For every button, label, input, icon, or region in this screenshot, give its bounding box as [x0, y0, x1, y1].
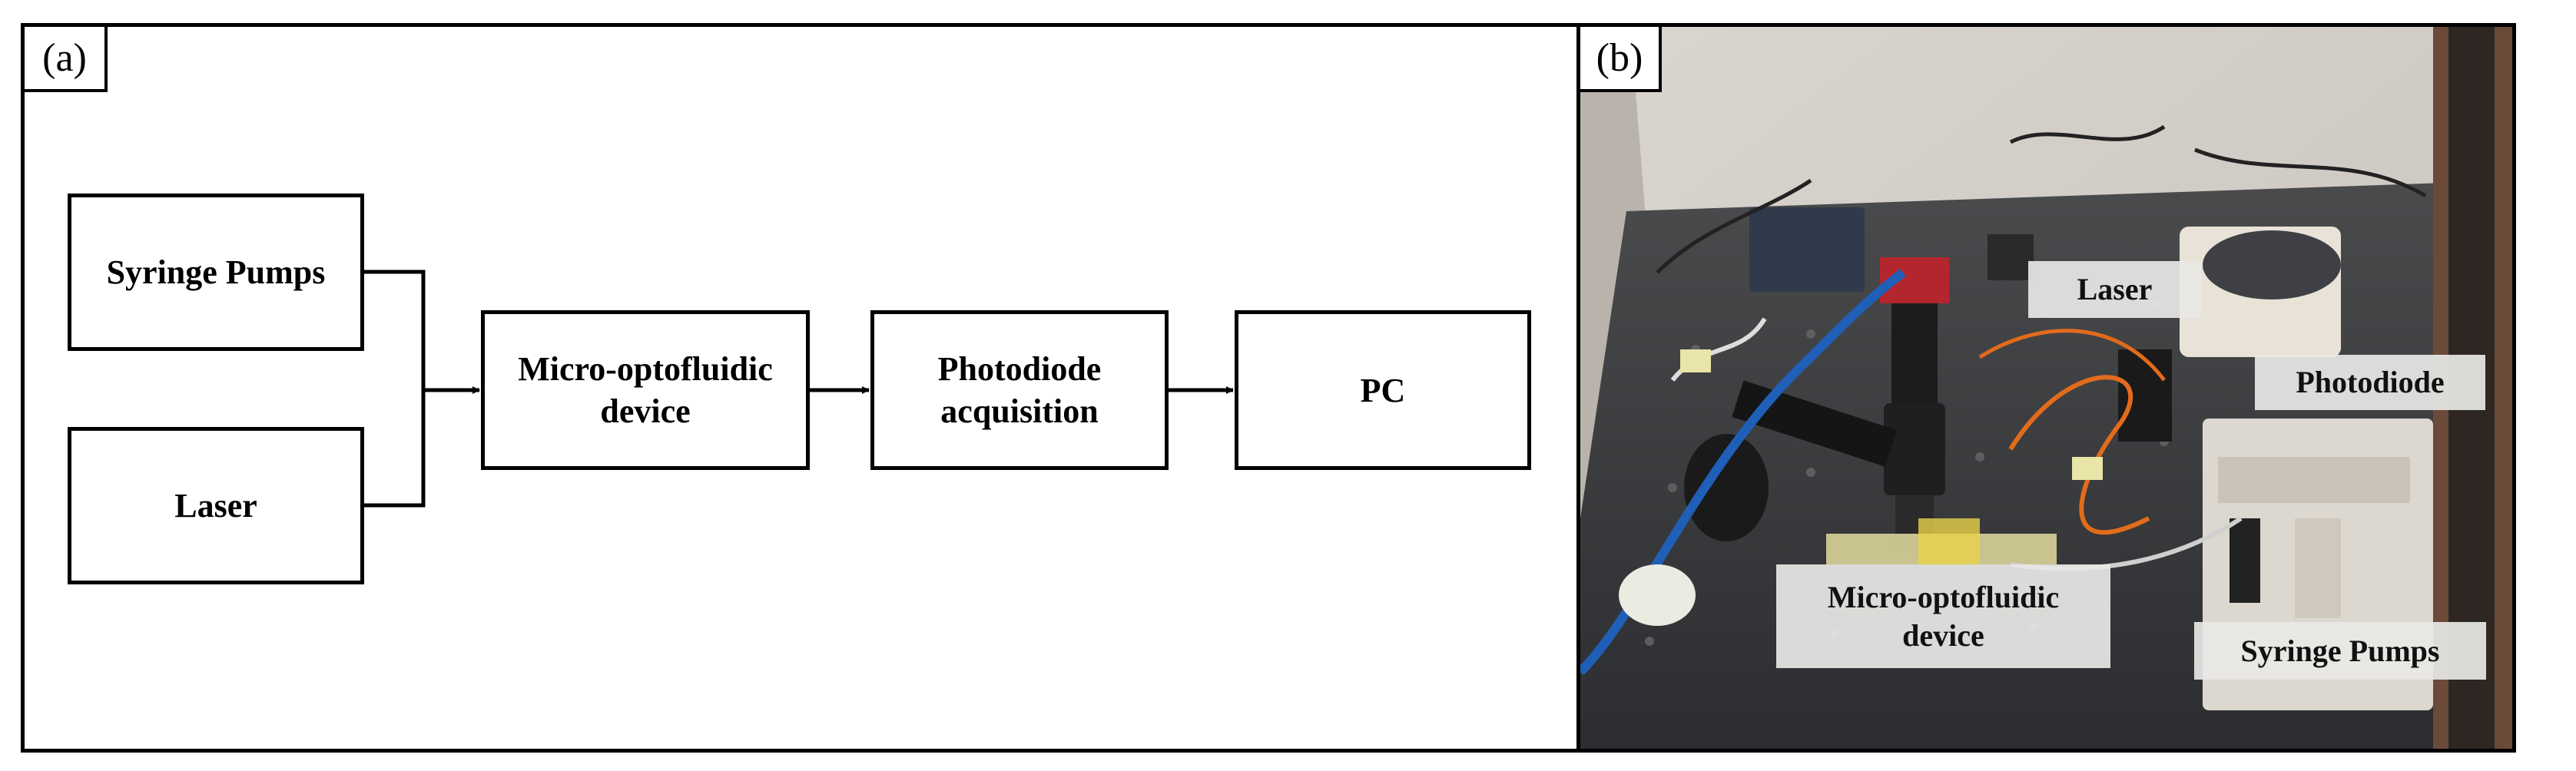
device-callout-line1: Micro-optofluidic: [1827, 579, 2060, 614]
pc-box: PC: [1235, 310, 1531, 470]
panel-b-label: (b): [1580, 27, 1662, 92]
pc-label: PC: [1360, 371, 1406, 409]
laser-box: Laser: [68, 427, 364, 584]
laser-label: Laser: [174, 487, 257, 524]
photodiode-callout-text: Photodiode: [2296, 365, 2445, 399]
device-label-line2: device: [600, 392, 691, 430]
photodiode-acquisition-box: Photodiode acquisition: [870, 310, 1169, 470]
laser-callout-text: Laser: [2077, 272, 2153, 306]
photodiode-callout: Photodiode: [2255, 355, 2485, 410]
panel-a-label: (a): [25, 27, 108, 92]
syringe-connector: [364, 270, 426, 390]
laser-callout: Laser: [2028, 261, 2201, 318]
photodiode-label-line2: acquisition: [940, 392, 1099, 430]
laser-connector: [364, 390, 426, 508]
syringe-pumps-callout: Syringe Pumps: [2194, 622, 2486, 680]
micro-optofluidic-device-box: Micro-optofluidic device: [481, 310, 810, 470]
syringe-pumps-box: Syringe Pumps: [68, 194, 364, 351]
syringe-pumps-label: Syringe Pumps: [106, 253, 326, 291]
device-callout-line2: device: [1902, 617, 1984, 653]
syringe-pumps-callout-text: Syringe Pumps: [2240, 633, 2440, 668]
photodiode-label-line1: Photodiode: [937, 350, 1102, 388]
micro-optofluidic-device-callout: Micro-optofluidic device: [1776, 564, 2110, 668]
panel-divider: [1576, 23, 1580, 753]
connector-lines: [364, 270, 1234, 508]
device-label-line1: Micro-optofluidic: [518, 350, 773, 388]
